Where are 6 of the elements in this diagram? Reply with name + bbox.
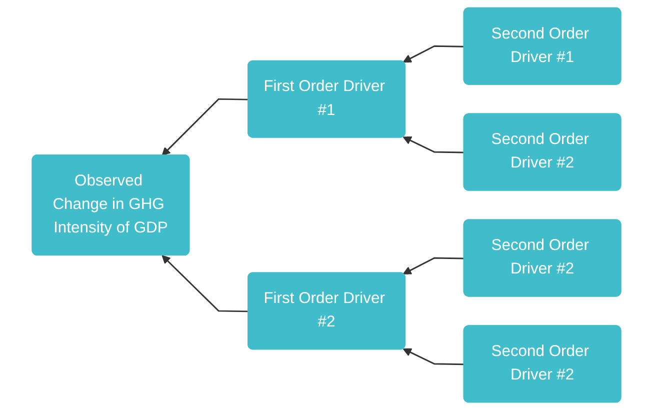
arrow: [402, 136, 464, 154]
arrow: [402, 45, 464, 62]
arrow: [162, 255, 249, 312]
arrow: [162, 98, 249, 156]
arrow: [402, 348, 464, 366]
arrow: [402, 257, 464, 274]
